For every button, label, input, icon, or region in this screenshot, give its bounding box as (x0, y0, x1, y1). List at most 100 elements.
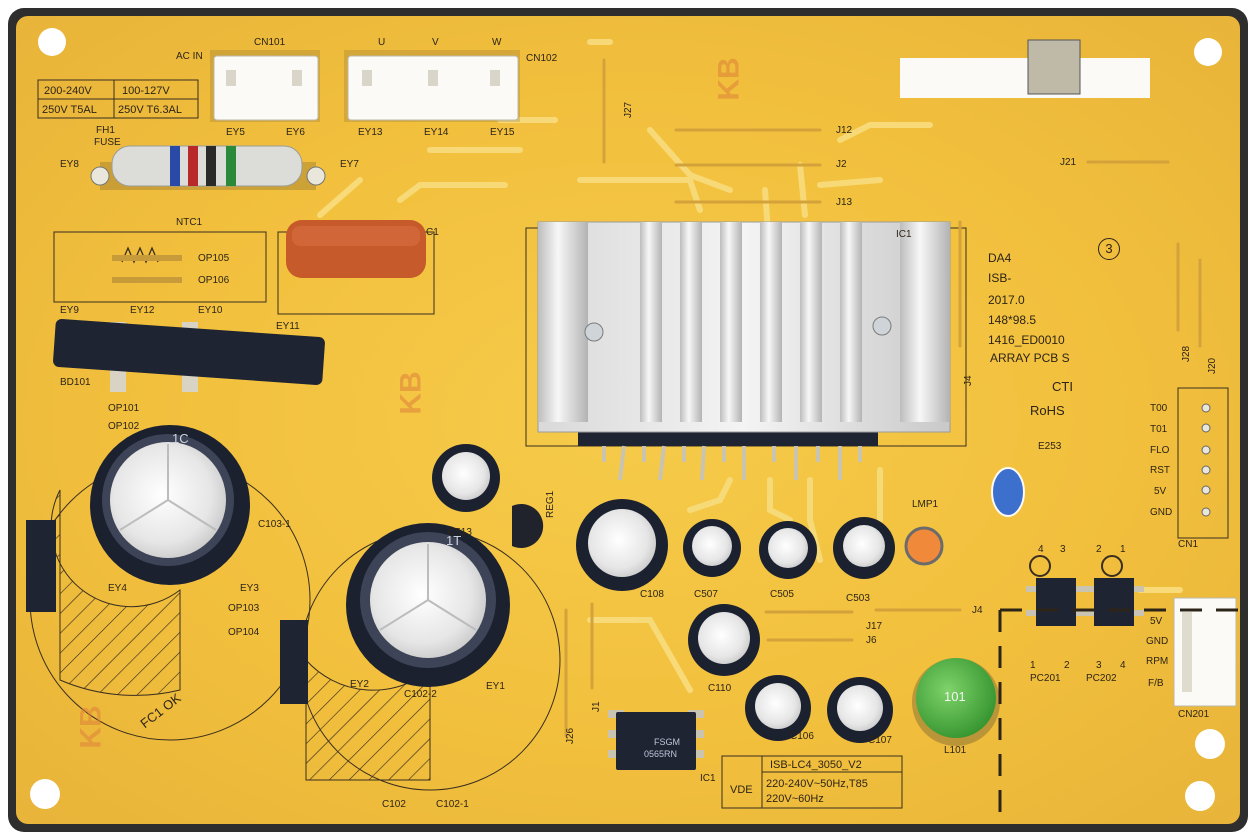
info-rohs: RoHS (1030, 403, 1065, 418)
cn1-pin-t01: T01 (1150, 424, 1168, 435)
led-lmp1 (904, 526, 944, 566)
bottom-model: ISB-LC4_3050_V2 (770, 759, 862, 771)
cap-c103-label: C103-1 (258, 519, 291, 530)
cap-c103-marking: 1C (172, 431, 189, 446)
info-cti: CTI (1052, 379, 1073, 394)
info-line5: 1416_ED0010 (988, 333, 1065, 347)
pc202-label: PC202 (1086, 673, 1117, 684)
jumper-j4-top: J4 (963, 375, 974, 386)
cn102-pin-u: U (378, 37, 386, 48)
jumper-j26: J26 (565, 727, 576, 744)
pc201-pin2: 2 (1064, 660, 1070, 671)
cap-c108 (576, 499, 668, 591)
info-line6: ARRAY PCB S (990, 351, 1070, 365)
cn201-connector (1173, 597, 1237, 707)
capacitor-c103 (90, 425, 250, 585)
mount-hole-tl (38, 28, 66, 56)
eyelet-ey12: EY12 (130, 305, 155, 316)
op103: OP103 (228, 603, 260, 614)
capacitor-c102 (346, 523, 510, 687)
led-label: LMP1 (912, 499, 939, 510)
label-sticker (900, 58, 1150, 98)
ntc-area (53, 231, 267, 303)
cap-c505 (759, 521, 817, 579)
cn1-pin-gnd: GND (1150, 507, 1173, 518)
cap-c102-label: C102 (382, 799, 406, 810)
ic1-marking-1: FSGM (654, 737, 680, 747)
eyelet-ey10: EY10 (198, 305, 223, 316)
fuse-table (37, 79, 199, 119)
cap-c102-2-label: C102-2 (404, 689, 437, 700)
jumper-j6: J6 (866, 635, 877, 646)
cn101-ac-in: AC IN (176, 51, 203, 62)
cap-c107-label: C107 (868, 735, 892, 746)
jumper-j4: J4 (972, 605, 983, 616)
cn201-label: CN201 (1178, 709, 1210, 720)
pc201-pin1: 1 (1030, 660, 1036, 671)
cap-c106 (745, 675, 811, 741)
pc202-pin4: 4 (1120, 660, 1126, 671)
eyelet-ey5: EY5 (226, 127, 245, 138)
watermark-kb-3: KB (74, 705, 108, 749)
info-line4: 148*98.5 (988, 313, 1037, 327)
op101: OP101 (108, 403, 140, 414)
cap-c513 (432, 444, 500, 512)
ipm-pins (602, 445, 862, 481)
eyelet-ey14: EY14 (424, 127, 449, 138)
cap-c108-label: C108 (640, 589, 664, 600)
fuse-table-r2c2: 250V T6.3AL (118, 104, 183, 116)
fuse-table-r2c1: 250V T5AL (42, 104, 97, 116)
cap-c503-label: C503 (846, 593, 870, 604)
bottom-rating1: 220-240V~50Hz,T85 (766, 778, 868, 790)
pc201-pin4: 4 (1038, 544, 1044, 555)
cn102-connector (344, 50, 520, 122)
regulator-reg1 (512, 504, 544, 548)
cn102-pin-w: W (492, 37, 502, 48)
op106: OP106 (198, 275, 230, 286)
bottom-rating2: 220V~60Hz (766, 793, 824, 805)
jumper-j17: J17 (866, 621, 883, 632)
cn1-pin-rst: RST (1150, 465, 1170, 476)
cn201-pin-gnd: GND (1146, 636, 1169, 647)
info-rev: 3 (1098, 238, 1120, 260)
eyelet-ey13: EY13 (358, 127, 383, 138)
ipm-label: IC1 (896, 229, 912, 240)
ipm-heatsink (525, 221, 967, 447)
inductor-label: L101 (944, 745, 967, 756)
ic1-dip (608, 710, 704, 770)
cap-c505-label: C505 (770, 589, 794, 600)
inductor-marking: 101 (944, 689, 966, 704)
eyelet-ey9: EY9 (60, 305, 79, 316)
pull-tab (1027, 39, 1081, 95)
pc202-pin3: 3 (1096, 660, 1102, 671)
isolation-line (998, 608, 1238, 822)
watermark-kb-1: KB (712, 57, 746, 101)
cap-c507-label: C507 (694, 589, 718, 600)
cap-c110-label: C110 (708, 683, 732, 694)
op105: OP105 (198, 253, 230, 264)
jumper-j2: J2 (836, 159, 847, 170)
cn1-pin-t00: T00 (1150, 403, 1168, 414)
eyelet-ey3: EY3 (240, 583, 259, 594)
eyelet-ey15: EY15 (490, 127, 515, 138)
jumper-j1: J1 (591, 701, 602, 712)
ic1-label: IC1 (700, 773, 716, 784)
eyelet-ey11: EY11 (276, 321, 300, 332)
jumper-j13: J13 (836, 197, 853, 208)
cn102-pin-v: V (432, 37, 439, 48)
jumper-j12: J12 (836, 125, 853, 136)
blue-capacitor (991, 467, 1025, 517)
pc201-pin3: 3 (1060, 544, 1066, 555)
inductor-l101 (912, 658, 1000, 746)
watermark-kb-2: KB (394, 371, 428, 415)
eyelet-ey7: EY7 (340, 159, 359, 170)
cn1-header (1177, 387, 1229, 539)
fuse-table-r1c1: 200-240V (44, 85, 92, 97)
terminal-mid (280, 620, 308, 704)
bottom-vde: VDE (730, 784, 753, 796)
bridge-label: BD101 (60, 377, 91, 388)
info-ul: E253 (1038, 441, 1062, 452)
photocouplers (1026, 578, 1144, 626)
cap-c513-label: C513 (448, 527, 472, 538)
jumper-j27: J27 (623, 101, 634, 118)
